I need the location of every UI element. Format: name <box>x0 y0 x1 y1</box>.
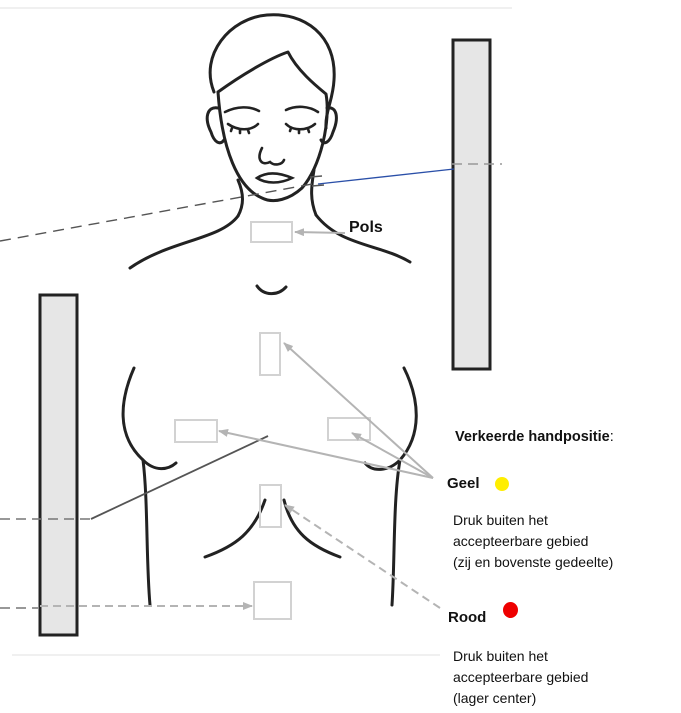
left-shoulder <box>130 216 238 268</box>
left-panel <box>40 295 77 635</box>
legend-rood-label: Rood <box>448 609 486 626</box>
geel-description-line: (zij en bovenste gedeelte) <box>453 552 613 573</box>
mark-1 <box>310 176 322 177</box>
collarbone-notch <box>257 286 286 294</box>
arrow-pols <box>295 232 345 233</box>
right-panel <box>453 40 490 369</box>
left-body-side <box>123 368 150 605</box>
box-right <box>328 418 370 440</box>
rood-description-line: Druk buiten het <box>453 646 588 667</box>
rood-description-line: accepteerbare gebied <box>453 667 588 688</box>
box-upper-sternum <box>260 333 280 375</box>
center-indicator-line <box>91 436 268 519</box>
rib-line-left <box>205 500 265 557</box>
yellow-dot-icon <box>495 477 509 491</box>
geel-description: Druk buiten het accepteerbare gebied (zi… <box>453 510 613 573</box>
legend-geel-label: Geel <box>447 475 480 492</box>
geel-description-line: accepteerbare gebied <box>453 531 613 552</box>
target-boxes <box>175 222 370 619</box>
wrong-hand-position-heading: Verkeerde handpositie: <box>455 429 614 445</box>
box-bottom <box>254 582 291 619</box>
heading-colon: : <box>610 429 614 445</box>
mark-2 <box>312 185 324 186</box>
right-body-side <box>392 368 416 605</box>
mouth <box>257 174 292 183</box>
arrow-to-right-box <box>352 433 433 478</box>
wrong-hand-position-text: Verkeerde handpositie <box>455 429 610 445</box>
gray-arrows <box>40 232 440 608</box>
face-features <box>225 107 318 183</box>
pols-label: Pols <box>349 219 383 237</box>
rib-line-right <box>284 500 340 557</box>
red-dot-icon <box>503 602 518 618</box>
geel-description-line: Druk buiten het <box>453 510 613 531</box>
arrow-to-left-box <box>219 431 433 478</box>
arrow-to-upper-sternum <box>284 343 433 478</box>
rood-description-line: (lager center) <box>453 688 588 709</box>
arrow-to-lower-sternum <box>285 505 440 608</box>
pulse-dash-line <box>0 183 318 241</box>
right-brow <box>286 107 318 112</box>
nose <box>260 148 284 164</box>
left-breast-lower <box>143 460 176 469</box>
box-left <box>175 420 217 442</box>
rood-description: Druk buiten het accepteerbare gebied (la… <box>453 646 588 709</box>
left-brow <box>225 107 259 112</box>
box-neck <box>251 222 292 242</box>
blue-reference-line <box>318 169 454 184</box>
